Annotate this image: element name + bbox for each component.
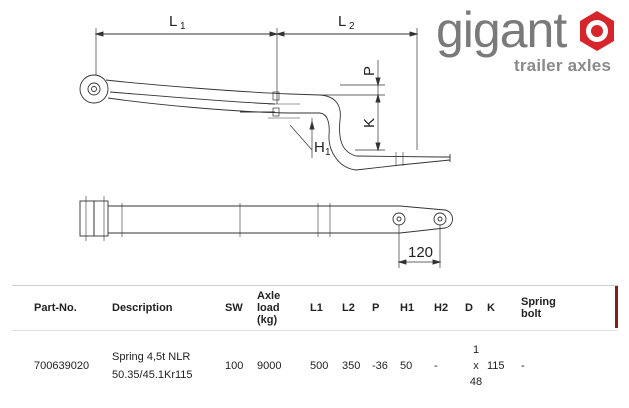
cell-axle-load: 9000 [257,360,282,372]
cell-p: -36 [372,360,388,372]
bolt-hole-2 [433,212,447,226]
spec-table: Part-No. Description SW Axle load (kg) L… [12,286,618,399]
cell-l2: 350 [342,360,361,372]
label-h1: H [314,139,325,156]
table-header-row: Part-No. Description SW Axle load (kg) L… [12,286,618,331]
header-description: Description [112,302,173,314]
spring-drawing: L 1 L 2 P K H 1 120 [79,13,453,268]
cell-sw: 100 [225,360,244,372]
header-axle-load-line3: (kg) [257,314,278,326]
label-l1-sub: 1 [180,21,186,32]
header-l2: L2 [342,302,355,314]
bolt-hole-1 [392,212,406,226]
header-h2: H2 [434,302,449,314]
cell-part-no: 700639020 [34,360,90,372]
spring-eye [79,74,109,104]
label-k: K [361,118,378,128]
brand-logo: gigant trailer axles [436,2,622,78]
label-h1-sub: 1 [325,147,331,158]
brand-name: gigant [436,2,567,58]
cell-d-line1: 1 [472,344,480,356]
header-spring-bolt: Spring bolt [521,286,618,331]
header-l1: L1 [310,302,323,314]
cell-description-line2: 50.35/45.1Kr115 [112,369,193,381]
label-l1: L [169,13,177,30]
side-eye [79,200,95,237]
hex-nut-icon [580,11,614,51]
cell-h2: - [434,360,438,372]
cell-d-line3: 48 [469,376,483,388]
cell-spring-bolt: - [521,360,525,372]
header-axle-load-line2: load [257,302,280,314]
header-part-no: Part-No. [34,302,77,314]
cell-description-line1: Spring 4,5t NLR [112,351,191,363]
header-spring-bolt-line1: Spring [521,296,556,308]
cell-d: 1 x 48 [465,333,487,399]
header-axle-load: Axle load (kg) [257,286,310,331]
header-axle-load-line1: Axle [257,290,281,302]
header-sw: SW [225,302,243,314]
label-l2: L [338,13,346,30]
cell-description: Spring 4,5t NLR 50.35/45.1Kr115 [112,333,225,399]
cell-h1: 50 [400,360,413,372]
header-p: P [372,302,380,314]
header-k: K [487,302,495,314]
label-120: 120 [408,244,433,261]
header-h1: H1 [400,302,415,314]
label-p: P [361,66,378,76]
table-edge-accent [615,286,618,328]
header-d: D [465,302,473,314]
leaf-main [105,79,450,158]
spec-table-container: Part-No. Description SW Axle load (kg) L… [12,285,618,400]
label-l2-sub: 2 [349,21,355,32]
table-row: 700639020 Spring 4,5t NLR 50.35/45.1Kr11… [12,333,618,399]
cell-d-line2: x [473,360,479,372]
cell-l1: 500 [310,360,329,372]
cell-k: 115 [487,360,505,372]
brand-tagline: trailer axles [514,56,612,75]
header-spring-bolt-line2: bolt [521,308,542,320]
